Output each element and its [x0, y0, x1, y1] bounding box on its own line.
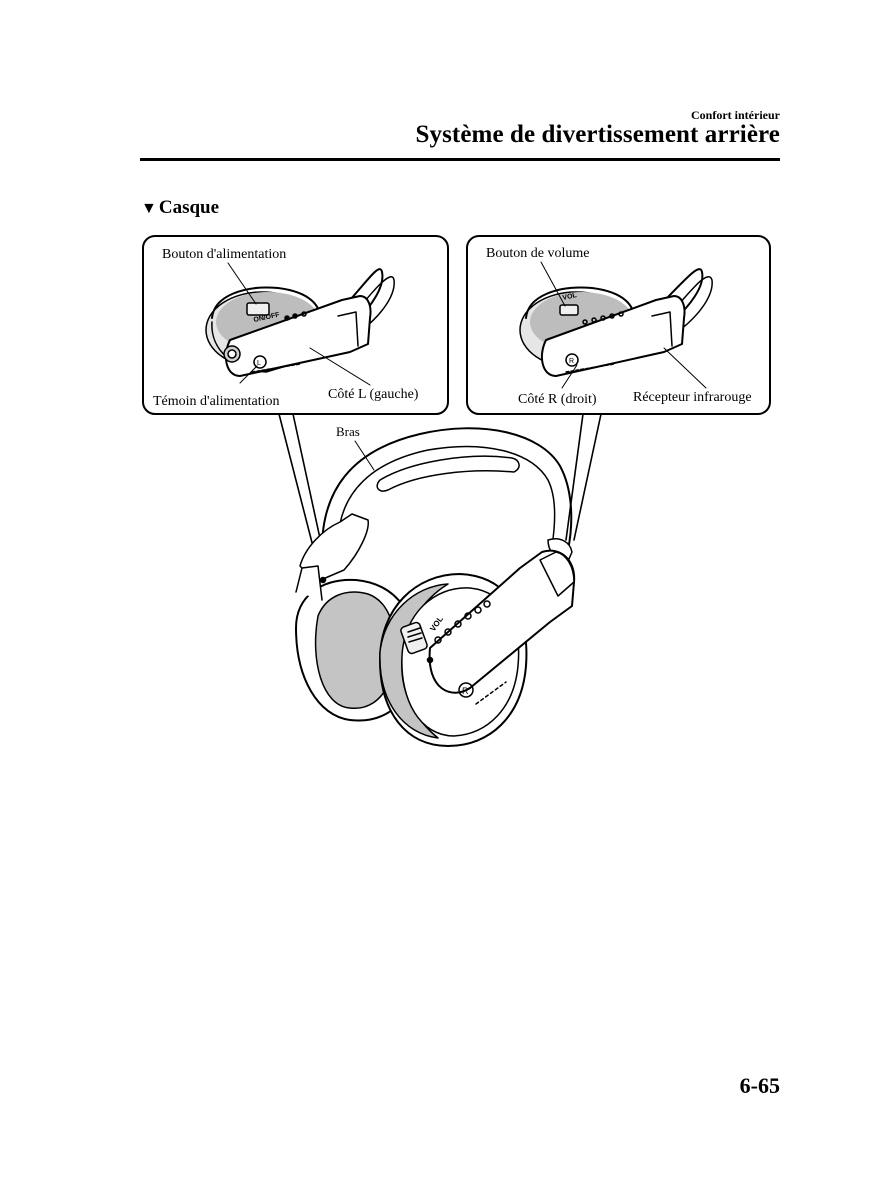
section-header: Confort intérieur [691, 108, 780, 122]
right-box-connector [565, 413, 602, 541]
power-indicator-label: Témoin d'alimentation [153, 394, 280, 409]
left-ear-mark: L [257, 360, 261, 367]
headphone-main [295, 427, 576, 747]
subsection-heading: ▼Casque [141, 197, 219, 219]
volume-button-leader [540, 261, 566, 307]
right-ear-mark: R [569, 358, 574, 365]
right-vol-label: VOL [562, 292, 578, 302]
right-detail-box [466, 235, 771, 415]
right-side-label: Côté R (droit) [518, 392, 597, 407]
page-title: Système de divertissement arrière [415, 121, 780, 148]
subsection-title: Casque [158, 197, 220, 218]
page-number: 6-65 [739, 1073, 780, 1098]
power-button-leader [227, 262, 257, 305]
right-earcup-detail [519, 268, 713, 377]
left-detail-box [142, 235, 449, 415]
left-earcup-detail [205, 268, 395, 377]
ir-receiver-leader [663, 347, 707, 389]
headband-label: Bras [336, 424, 360, 439]
header-rule [140, 158, 780, 161]
triangle-marker-icon: ▼ [141, 200, 157, 217]
power-button-label: Bouton d'alimentation [162, 247, 287, 262]
left-side-label: Côté L (gauche) [328, 387, 419, 402]
power-indicator-leader [239, 365, 258, 384]
volume-button-label: Bouton de volume [486, 246, 590, 261]
left-side-leader [309, 347, 371, 386]
main-ear-mark: R [462, 686, 469, 696]
right-side-leader [561, 364, 578, 389]
headband-leader [354, 440, 375, 471]
ir-receiver-label: Récepteur infrarouge [633, 390, 752, 405]
